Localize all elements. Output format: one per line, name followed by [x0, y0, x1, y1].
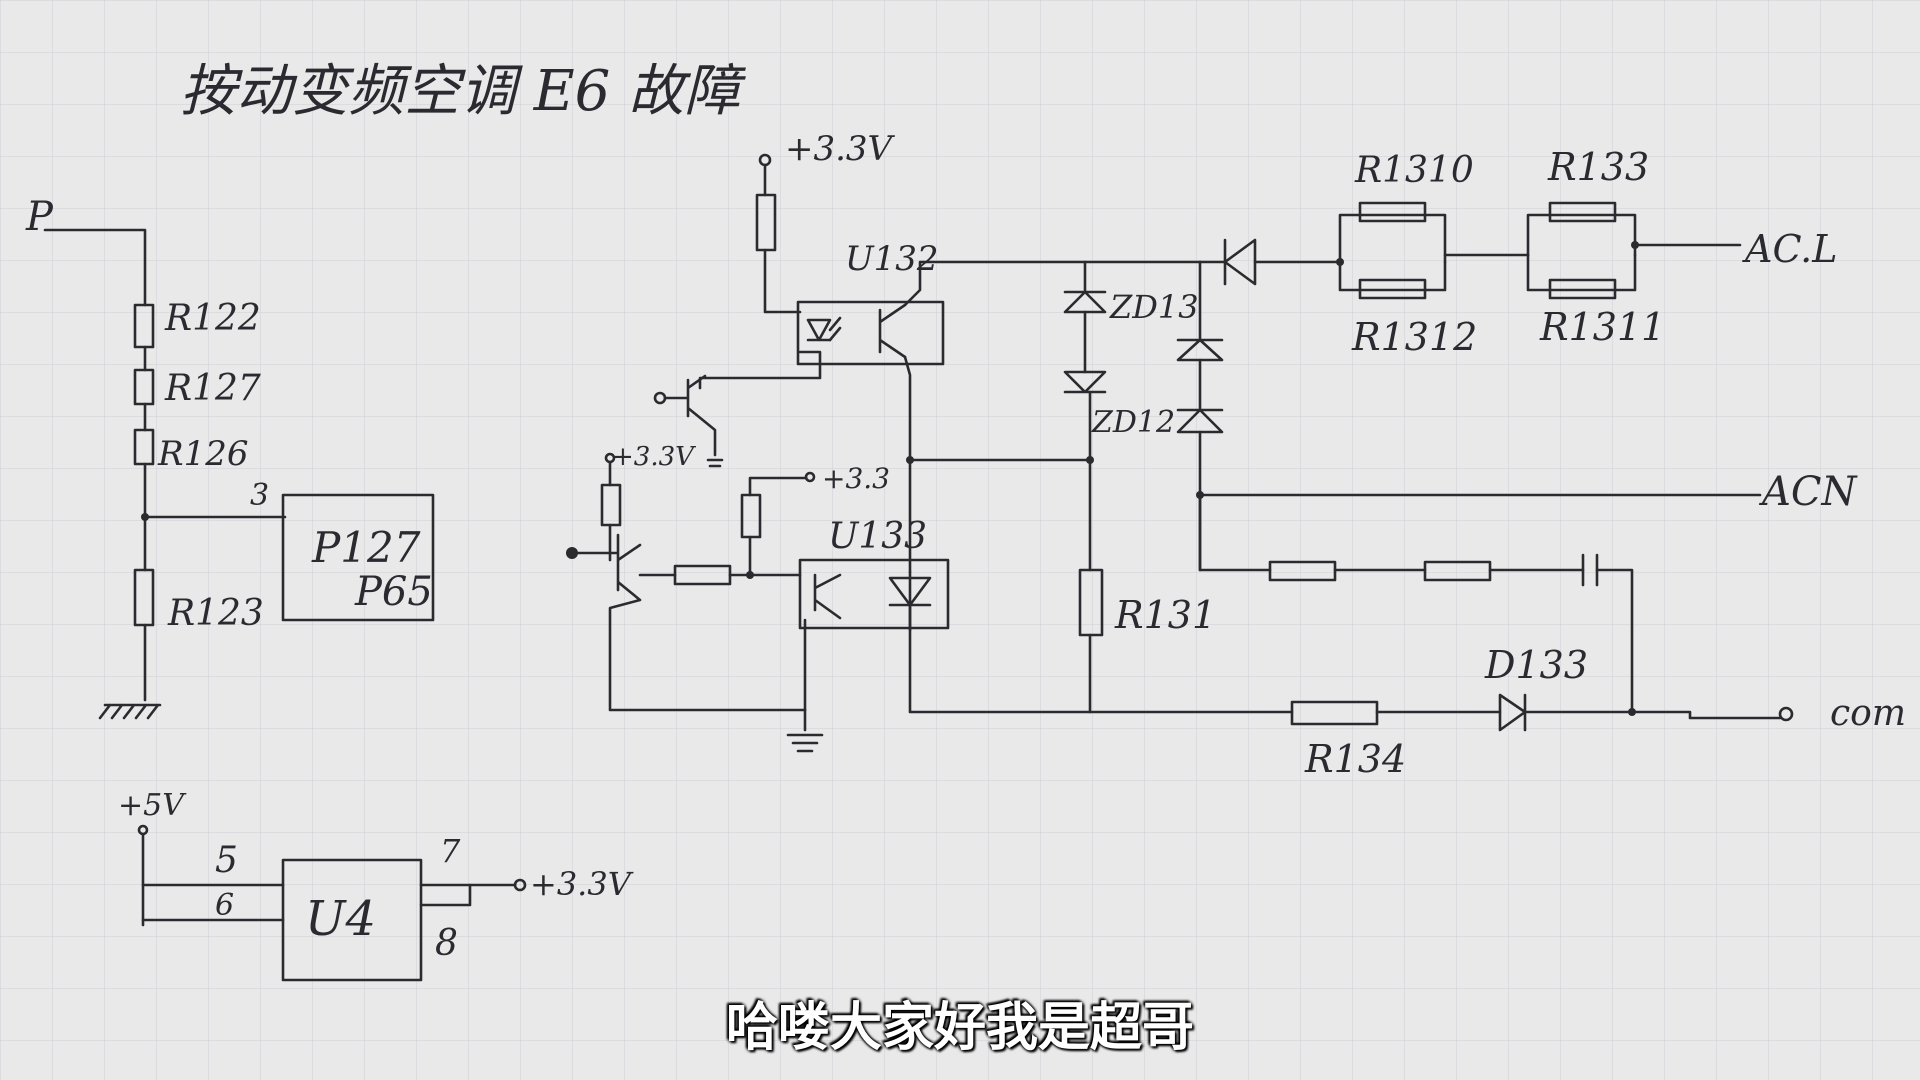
u4-box — [281, 858, 423, 982]
label-r131: R131 — [1114, 593, 1216, 637]
resistor-r1311 — [1548, 278, 1617, 300]
label-acl: AC.L — [1742, 227, 1837, 271]
label-pin7: 7 — [440, 832, 461, 870]
label-u133: U133 — [828, 516, 927, 557]
resistor-r1312 — [1358, 278, 1427, 300]
optocoupler-circuit — [566, 153, 1794, 753]
label-v33-left: +3.3V — [612, 442, 696, 472]
ground-bottom — [786, 733, 824, 753]
label-r1311: R1311 — [1539, 305, 1665, 349]
label-v33-mid: +3.3 — [822, 462, 890, 495]
voltage-divider-circuit — [43, 228, 435, 720]
u132-optocoupler — [796, 300, 945, 366]
label-u4: U4 — [305, 891, 376, 947]
label-pin3: 3 — [250, 478, 269, 513]
label-d133: D133 — [1484, 643, 1588, 687]
ground-symbol — [98, 703, 162, 720]
label-r133: R133 — [1547, 145, 1649, 189]
label-com: com — [1830, 693, 1906, 734]
resistor-r1310 — [1358, 201, 1427, 223]
label-r134: R134 — [1304, 737, 1406, 781]
label-r127: R127 — [164, 368, 261, 409]
diagram-title: 按动变频空调 E6 故障 — [180, 59, 746, 124]
label-ic-top: P127 — [311, 523, 421, 572]
label-zd13: ZD13 — [1109, 288, 1199, 326]
label-ic-bottom: P65 — [354, 569, 433, 615]
resistor-r133 — [1548, 201, 1617, 223]
ic-box — [281, 493, 435, 622]
label-acn: ACN — [1758, 469, 1858, 515]
label-r122: R122 — [164, 298, 261, 339]
label-v33-top: +3.3V — [785, 129, 896, 169]
label-pin6: 6 — [215, 888, 234, 923]
label-r123: R123 — [167, 593, 264, 634]
video-subtitle: 哈喽大家好我是超哥 — [725, 998, 1194, 1058]
label-u132: U132 — [845, 239, 939, 279]
u133-optocoupler — [798, 558, 950, 630]
label-r1310: R1310 — [1354, 150, 1474, 191]
label-r126: R126 — [157, 434, 249, 474]
label-plus5v: +5V — [118, 788, 187, 823]
label-r1312: R1312 — [1351, 315, 1477, 359]
label-v33-u4: +3.3V — [530, 865, 634, 903]
label-pin8: 8 — [435, 923, 458, 964]
zener-lower-left — [1063, 370, 1107, 394]
label-p: P — [25, 194, 54, 240]
label-zd12: ZD12 — [1091, 405, 1175, 440]
label-pin5: 5 — [215, 840, 238, 881]
u4-regulator-circuit — [137, 824, 527, 982]
